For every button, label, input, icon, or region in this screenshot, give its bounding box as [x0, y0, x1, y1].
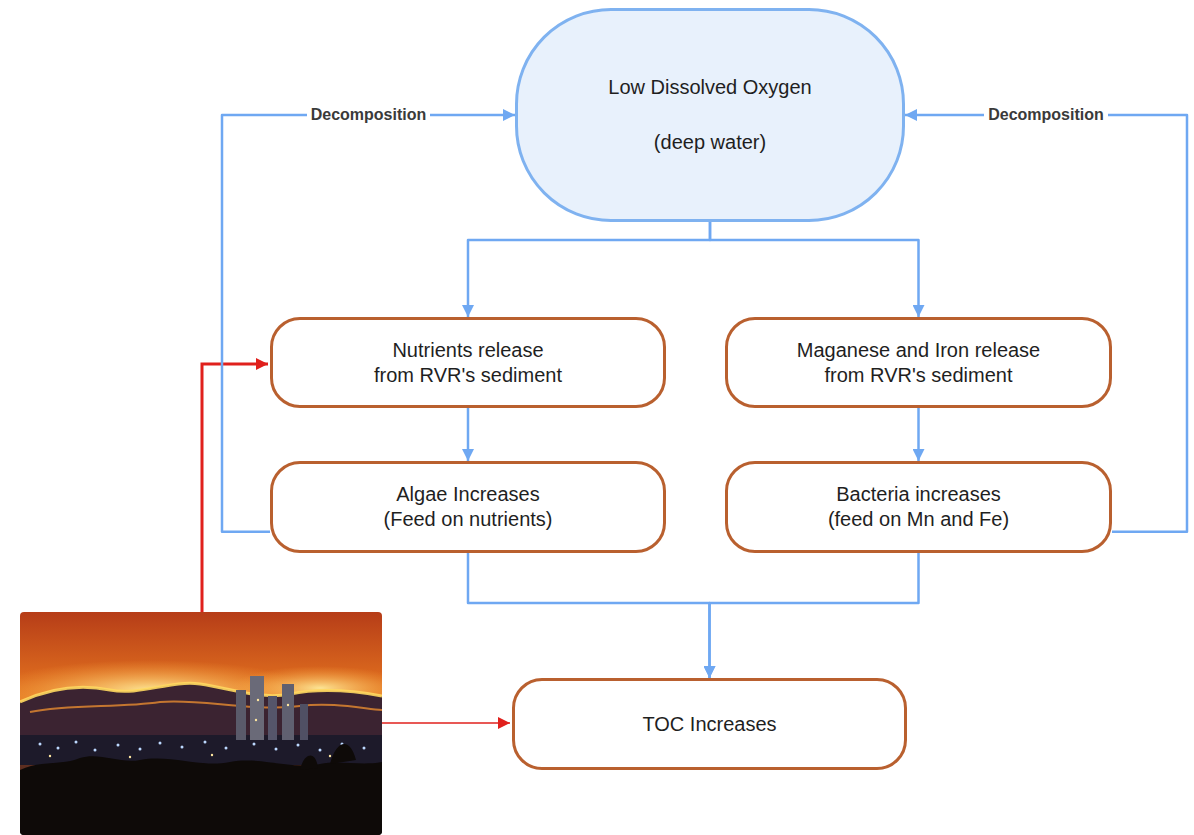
connector-label: Decomposition [307, 105, 431, 124]
flow-connector [710, 222, 919, 317]
flow-connector [468, 553, 710, 678]
wildfire-photo [20, 612, 382, 835]
flow-connector [917, 408, 920, 461]
node-text: TOC Increases [642, 712, 776, 737]
node-subtext: (deep water) [654, 130, 766, 155]
node-text: Nutrients release from RVR's sediment [315, 338, 621, 388]
process-box: Bacteria increases (feed on Mn and Fe) [725, 461, 1112, 553]
node-text: Algae Increases (Feed on nutrients) [315, 482, 621, 532]
flow-connector [467, 408, 470, 461]
flow-connector [710, 553, 919, 678]
process-box: Nutrients release from RVR's sediment [270, 317, 666, 408]
node-text: Low Dissolved Oxygen [608, 75, 811, 100]
node-text: Bacteria increases (feed on Mn and Fe) [770, 482, 1067, 532]
red-arrow [382, 722, 510, 724]
process-box: Algae Increases (Feed on nutrients) [270, 461, 666, 553]
process-box: TOC Increases [512, 678, 907, 770]
flow-connector [468, 222, 710, 317]
red-arrow [202, 364, 268, 612]
node-text: Maganese and Iron release from RVR's sed… [770, 338, 1067, 388]
connector-label: Decomposition [984, 105, 1108, 124]
process-box: Maganese and Iron release from RVR's sed… [725, 317, 1112, 408]
state-pill: Low Dissolved Oxygen (deep water) [515, 8, 905, 222]
